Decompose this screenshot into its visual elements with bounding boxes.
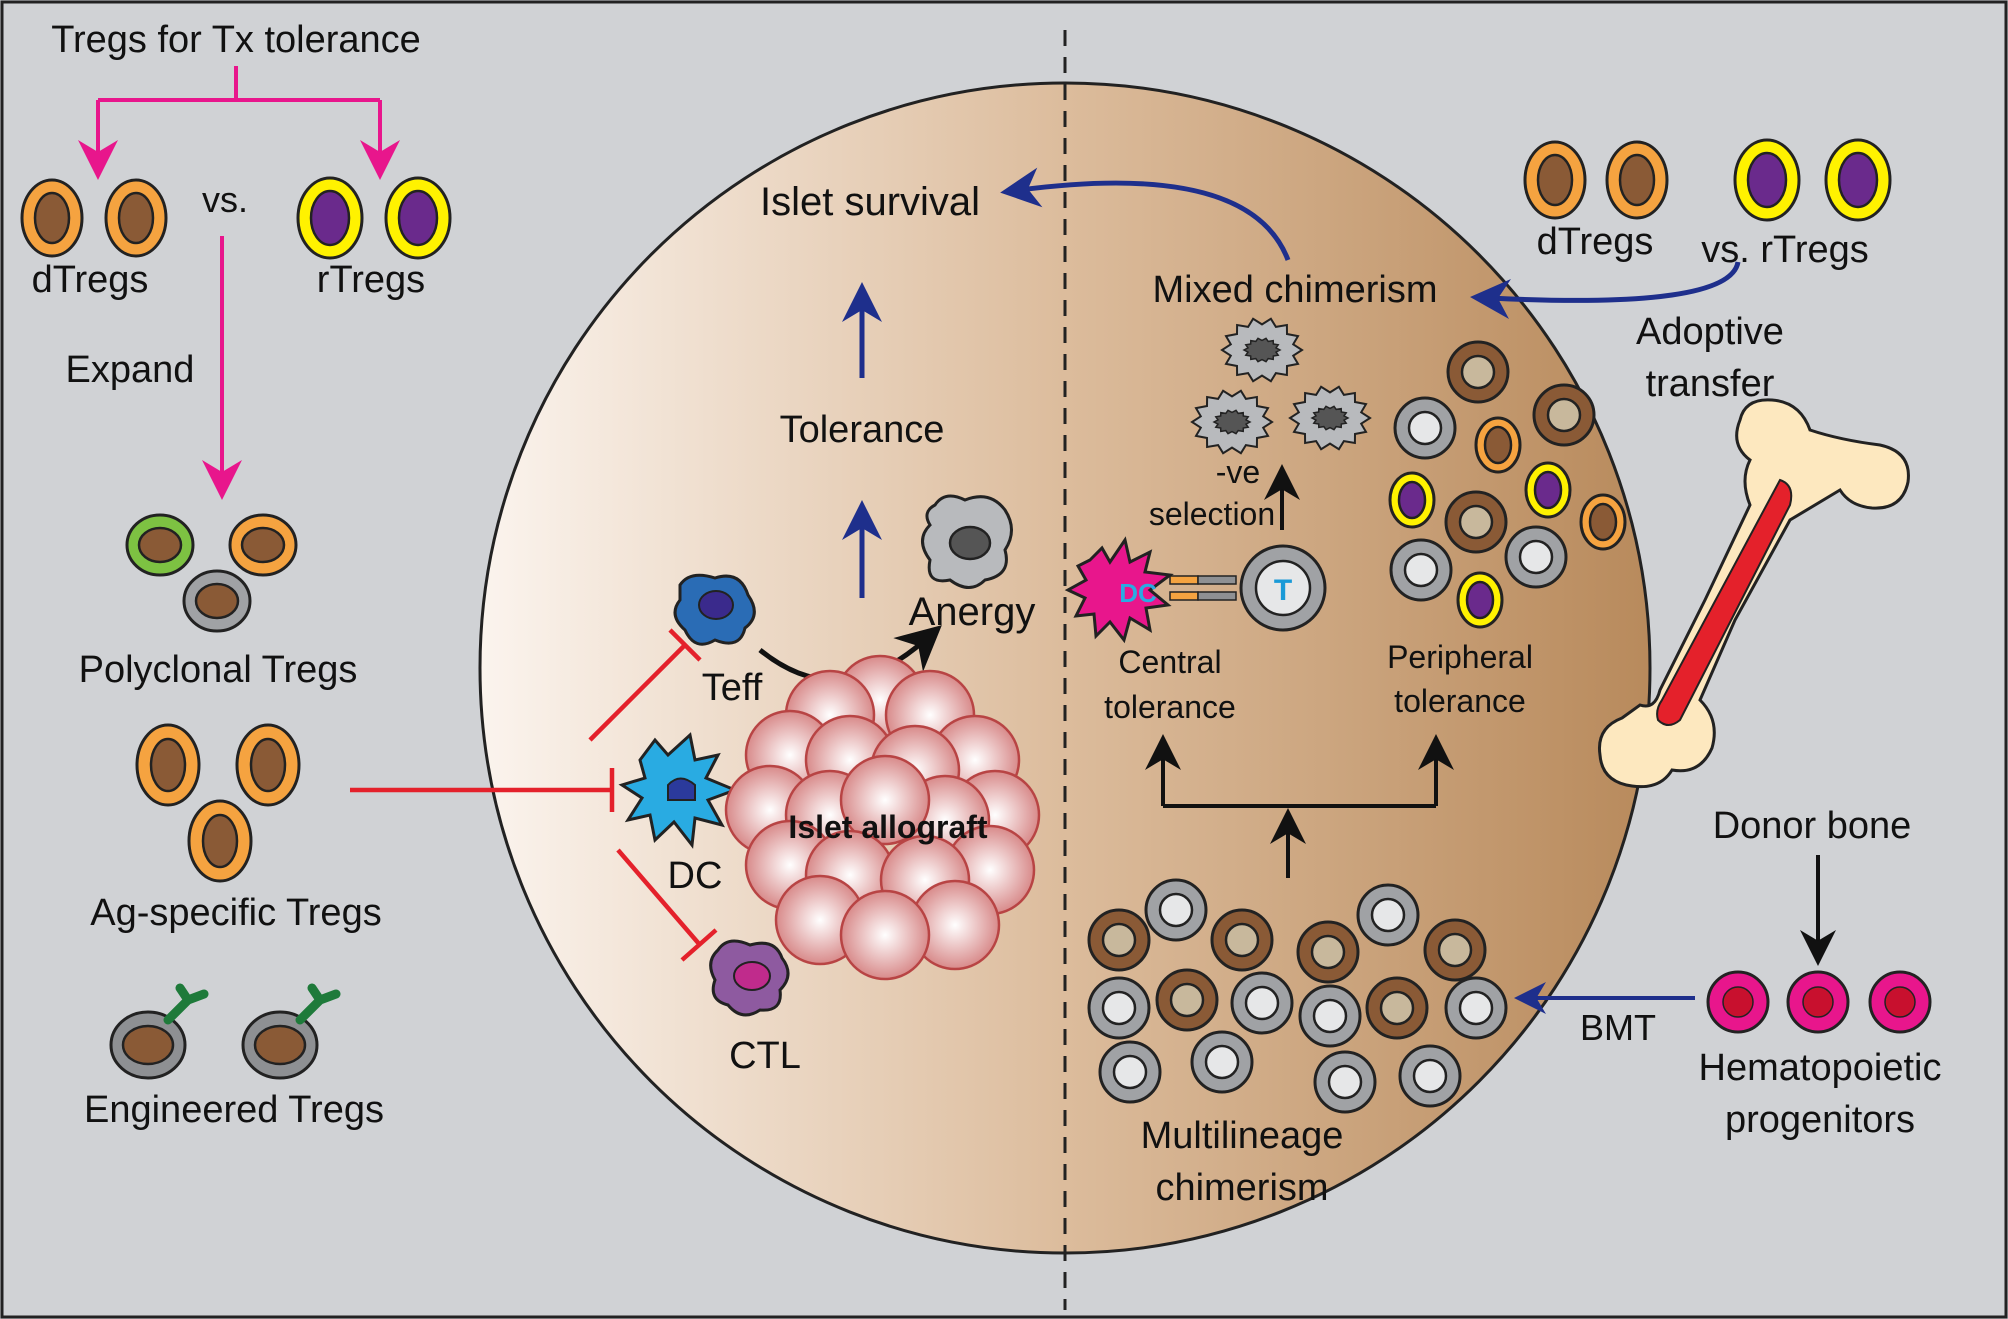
tolerance-label: Tolerance <box>780 409 945 451</box>
right-dtregs-label: dTregs <box>1537 221 1654 263</box>
treg-nucleus <box>1397 480 1427 520</box>
cell-nucleus <box>1101 922 1137 958</box>
right-donor-treg-pair <box>1523 140 1669 220</box>
treg-nucleus <box>1588 502 1618 542</box>
apoptotic-cells <box>1190 317 1372 455</box>
peripheral-line2: tolerance <box>1394 683 1526 719</box>
cell-nucleus <box>1244 985 1280 1021</box>
teff-label: Teff <box>702 667 763 709</box>
recipient-treg-pair <box>296 176 452 260</box>
dc-letter: DC <box>1119 578 1157 608</box>
dendritic-cell <box>618 732 740 849</box>
cell-nucleus <box>1458 990 1494 1026</box>
donor-bone-label: Donor bone <box>1713 805 1912 847</box>
cell-nucleus <box>1158 892 1194 928</box>
ag-specific-treg-cluster <box>135 723 301 883</box>
multilineage-line2: chimerism <box>1155 1167 1328 1209</box>
multilineage-cell-cluster <box>1087 878 1508 1114</box>
branch-arrows <box>1145 734 1454 878</box>
cell-nucleus <box>1460 354 1496 390</box>
cell-nucleus <box>1224 922 1260 958</box>
anergy-cell <box>921 494 1013 589</box>
peripheral-line1: Peripheral <box>1387 639 1533 675</box>
ctl-label: CTL <box>729 1035 801 1077</box>
arrow-chimerism-to-survival <box>1000 167 1291 261</box>
dc-t-synapse <box>1064 536 1327 644</box>
right-recipient-treg-pair <box>1733 138 1892 222</box>
dtregs-label: dTregs <box>32 259 149 301</box>
cell-nucleus <box>1437 932 1473 968</box>
cell-nucleus <box>1412 1058 1448 1094</box>
cell-nucleus <box>1204 1044 1240 1080</box>
left-title: Tregs for Tx tolerance <box>51 19 421 61</box>
cell-nucleus <box>1458 504 1494 540</box>
treg-nucleus <box>1465 580 1495 620</box>
multilineage-line1: Multilineage <box>1141 1115 1344 1157</box>
treg-nucleus <box>1533 470 1563 510</box>
dc-label: DC <box>668 855 723 897</box>
neg-selection-line2: selection <box>1149 496 1275 532</box>
cell-nucleus <box>1327 1064 1363 1100</box>
cell-nucleus <box>1407 410 1443 446</box>
car-receptor-icon <box>295 983 341 1025</box>
apoptotic-nucleus <box>1212 409 1252 435</box>
bone-icon <box>1597 398 1910 789</box>
central-line1: Central <box>1118 644 1221 680</box>
cell-nucleus <box>1518 539 1554 575</box>
rtregs-label: rTregs <box>317 259 425 301</box>
cell-nucleus <box>1546 397 1582 433</box>
right-vs-rtregs-label: vs. rTregs <box>1701 229 1869 271</box>
polyclonal-treg-cluster <box>125 513 298 633</box>
cell-nucleus <box>1169 982 1205 1018</box>
neg-selection-line1: -ve <box>1216 454 1260 490</box>
hemato-line1: Hematopoietic <box>1699 1047 1942 1089</box>
islet-cell <box>839 754 931 846</box>
ag-specific-label: Ag-specific Tregs <box>90 892 381 934</box>
cell-nucleus <box>1312 998 1348 1034</box>
adoptive-line2: transfer <box>1646 363 1775 405</box>
mixed-chimerism-label: Mixed chimerism <box>1152 269 1437 311</box>
treg-nucleus <box>1483 425 1513 465</box>
t-letter: T <box>1274 574 1292 607</box>
apoptotic-nucleus <box>1310 405 1350 431</box>
peripheral-treg-cluster <box>1388 340 1627 629</box>
anergy-label: Anergy <box>909 590 1036 634</box>
engineered-treg-pair <box>109 983 341 1080</box>
cell-nucleus <box>1370 897 1406 933</box>
cell-nucleus <box>1379 990 1415 1026</box>
engineered-label: Engineered Tregs <box>84 1089 384 1131</box>
islet-allograft-label: Islet allograft <box>788 809 988 845</box>
cell-nucleus <box>1101 990 1137 1026</box>
apoptotic-nucleus <box>1242 337 1282 363</box>
adoptive-line1: Adoptive <box>1636 311 1784 353</box>
hemato-line2: progenitors <box>1725 1099 1915 1141</box>
cell-nucleus <box>1403 552 1439 588</box>
polyclonal-label: Polyclonal Tregs <box>79 649 358 691</box>
islet-survival-label: Islet survival <box>760 180 980 224</box>
bmt-label: BMT <box>1580 1007 1656 1048</box>
vs-label: vs. <box>202 179 248 220</box>
teff-cell <box>673 573 756 646</box>
cell-nucleus <box>1310 934 1346 970</box>
arrow-adoptive-transfer <box>1470 261 1741 319</box>
central-line2: tolerance <box>1104 689 1236 725</box>
islet-allograft-cluster <box>724 654 1041 981</box>
islet-cell <box>839 889 931 981</box>
hematopoietic-progenitors <box>1706 970 1932 1034</box>
car-receptor-icon <box>163 983 209 1025</box>
cell-nucleus <box>1112 1054 1148 1090</box>
split-arrows <box>78 66 400 500</box>
ctl-cell <box>709 939 790 1017</box>
expand-label: Expand <box>66 349 195 391</box>
inhibition-arrows <box>350 628 718 962</box>
donor-treg-pair <box>20 178 168 258</box>
